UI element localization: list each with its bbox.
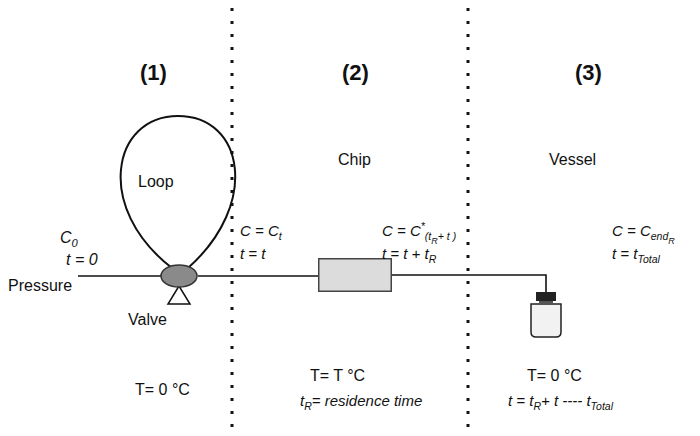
flow-tube <box>198 275 318 277</box>
pressure-line <box>78 275 162 277</box>
variable-label: C = C <box>612 222 651 239</box>
section-divider <box>231 8 234 430</box>
subscript-text: R <box>533 400 541 412</box>
variable-label: t = t <box>612 245 637 262</box>
label-group: t = t <box>240 245 265 263</box>
node-title: Loop <box>138 172 174 191</box>
subscript-text: Total <box>591 400 613 412</box>
valve-body <box>161 265 197 287</box>
variable-label: t = t <box>240 245 265 262</box>
variable-label: t = t + t <box>382 245 429 262</box>
loop-node: Loop <box>108 112 248 268</box>
sub2script-text: R <box>668 236 675 246</box>
label-group: T= T °C <box>310 366 365 385</box>
subscript-text: 0 <box>72 237 78 249</box>
vial-node: Vessel <box>529 292 563 338</box>
loop-tube <box>121 116 236 268</box>
label-group: Pressure <box>8 276 72 295</box>
rect-outline <box>318 258 392 292</box>
variable-label: (1) <box>140 60 167 85</box>
label-group: C = C*(tR+ t ) <box>382 222 456 240</box>
vial-cap <box>536 292 556 301</box>
subscript-text: R <box>304 400 312 412</box>
label-group: (3) <box>575 60 602 86</box>
variable-label: (3) <box>575 60 602 85</box>
label-group: C = CendR <box>612 222 675 240</box>
valve-node: Valve <box>160 264 198 288</box>
label-group: T= 0 °C <box>135 380 190 399</box>
label-group: t = tTotal <box>612 245 660 263</box>
valve-outline <box>160 264 198 288</box>
subscript-text: (t <box>425 230 431 242</box>
node-title: Chip <box>338 150 371 169</box>
subscript-text: Total <box>637 253 659 265</box>
variable-label: = residence time <box>312 392 422 409</box>
label-group: tR= residence time <box>300 392 422 410</box>
subscript-text: end <box>651 230 669 242</box>
subscript-text: R <box>429 253 437 265</box>
variable-label: T= 0 °C <box>527 367 582 384</box>
section-divider <box>467 8 470 430</box>
loop-outline <box>108 112 248 268</box>
vial-body <box>531 304 561 337</box>
label-group: (2) <box>342 60 369 86</box>
variable-label: t = t <box>508 392 533 409</box>
label-group: C0 <box>60 228 78 247</box>
label-group: C = Ct <box>240 222 282 240</box>
label-group: t = tR+ t ---- tTotal <box>508 392 613 410</box>
variable-label: T= 0 °C <box>135 381 190 398</box>
variable-label: (2) <box>342 60 369 85</box>
variable-label: C = C <box>382 222 421 239</box>
variable-label: t <box>300 392 304 409</box>
sub2script-text: R <box>431 236 438 246</box>
variable-label: + t ---- t <box>541 392 591 409</box>
variable-label: Pressure <box>8 277 72 294</box>
variable-label: C <box>60 229 72 246</box>
variable-label: C = C <box>240 222 279 239</box>
label-group: t = t + tR <box>382 245 436 263</box>
subscript-text: + t ) <box>438 230 456 242</box>
variable-label: T= T °C <box>310 367 365 384</box>
flow-tube <box>392 275 546 292</box>
label-group: t = 0 <box>66 250 98 269</box>
chip-rect <box>319 259 392 292</box>
label-group: (1) <box>140 60 167 86</box>
subscript-text: t <box>279 230 282 242</box>
label-group: T= 0 °C <box>527 366 582 385</box>
vial-outline <box>529 292 563 338</box>
vial-neck <box>539 301 553 304</box>
valve-handle <box>168 286 190 304</box>
supscript-text: * <box>421 220 425 232</box>
variable-label: t = 0 <box>66 251 98 268</box>
node-title: Vessel <box>549 150 596 169</box>
rect-node: Chip <box>318 258 392 292</box>
node-title: Valve <box>128 310 167 329</box>
